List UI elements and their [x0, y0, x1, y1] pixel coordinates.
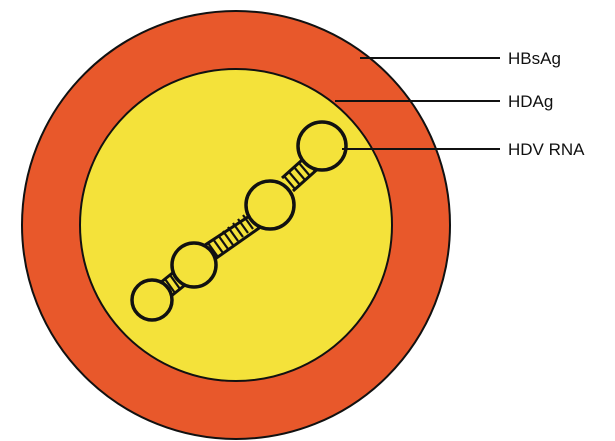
rna-loop-3 [246, 181, 294, 229]
hbsag-label: HBsAg [508, 49, 561, 68]
hdv-rna-label: HDV RNA [508, 140, 585, 159]
hdag-label: HDAg [508, 92, 553, 111]
rna-loop-2 [172, 243, 216, 287]
rna-loop-1 [132, 280, 172, 320]
rna-loop-4 [298, 122, 346, 170]
